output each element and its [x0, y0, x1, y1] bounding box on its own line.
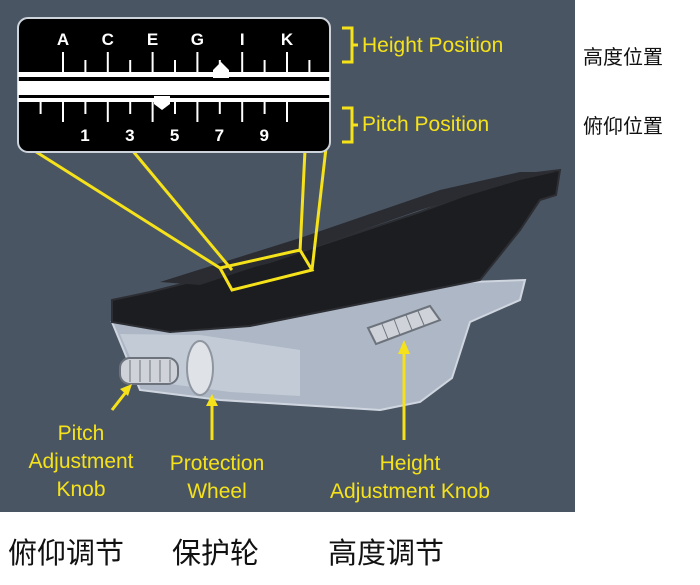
protection-label-line1: Protection	[169, 452, 265, 475]
cn-pitch-position: 俯仰位置	[583, 114, 663, 138]
lower-rail	[18, 98, 330, 102]
height-position-label: Height Position	[362, 34, 504, 57]
height-knob-label-line1: Height	[379, 452, 441, 475]
pitch-knob-label-line2: Adjustment	[28, 450, 134, 473]
height-scale-letter: G	[191, 30, 204, 49]
height-scale-letter: A	[57, 30, 69, 49]
protection-label-line2: Wheel	[187, 480, 247, 503]
callout-line-left	[29, 146, 221, 270]
protection-wheel	[186, 340, 214, 396]
pitch-scale-ticks	[39, 102, 288, 122]
pitch-knob-label-line1: Pitch	[57, 422, 105, 445]
diagram-graphics: A C E G I K 1 3 5 7 9	[17, 17, 562, 440]
pitch-knob-arrow	[110, 384, 132, 411]
height-scale-letter: I	[240, 30, 245, 49]
pitch-adjustment-knob	[119, 357, 179, 385]
middle-rail	[18, 81, 330, 95]
upper-rail	[18, 72, 330, 77]
cn-pitch-adjust: 俯仰调节	[8, 536, 125, 570]
pitch-scale-number: 3	[125, 126, 134, 145]
pitch-bracket	[342, 106, 358, 144]
pitch-scale-number: 1	[80, 126, 89, 145]
pitch-scale-number: 7	[215, 126, 224, 145]
headshell-top	[160, 172, 556, 285]
cn-height-position: 高度位置	[583, 45, 663, 69]
height-knob-arrow	[398, 340, 410, 440]
cartridge-diagram: A C E G I K 1 3 5 7 9 Height Position Pitch Posit…	[0, 0, 575, 512]
pitch-scale-number: 5	[170, 126, 179, 145]
height-scale-ticks	[62, 52, 311, 72]
headshell-body	[111, 168, 562, 334]
pitch-knob-label-line3: Knob	[56, 478, 106, 501]
callout-line-mid-right	[298, 149, 307, 253]
height-knob-label: Height Adjustment Knob	[300, 450, 520, 506]
protection-wheel-arrow	[206, 394, 218, 440]
callout-line-mid-left	[130, 149, 234, 271]
pitch-scale-number: 9	[259, 126, 268, 145]
pitch-position-label: Pitch Position	[362, 113, 490, 136]
height-scale-letter: E	[147, 30, 158, 49]
height-indicator	[213, 62, 229, 78]
height-bracket	[342, 26, 358, 64]
height-scale-letter: K	[281, 30, 294, 49]
pitch-indicator	[154, 96, 170, 110]
cn-height-adjust: 高度调节	[328, 536, 445, 570]
pitch-scale-numbers: 1 3 5 7 9	[80, 126, 269, 145]
cn-protection-wheel: 保护轮	[172, 536, 260, 570]
pitch-knob-label: Pitch Adjustment Knob	[8, 420, 154, 504]
height-scale-letter: C	[102, 30, 114, 49]
protection-wheel-label: Protection Wheel	[150, 450, 284, 506]
height-knob-label-line2: Adjustment Knob	[330, 480, 490, 503]
callout-line-right	[310, 147, 328, 271]
